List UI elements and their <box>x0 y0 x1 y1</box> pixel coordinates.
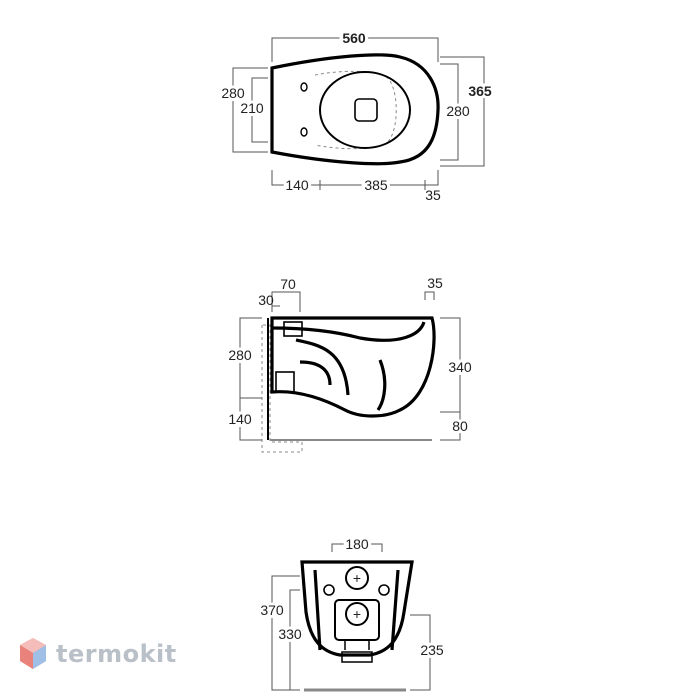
cube-icon <box>20 638 46 669</box>
bowl-opening <box>319 71 411 149</box>
dim-left-280: 280 <box>221 85 245 101</box>
wall-frame <box>261 324 303 453</box>
outlet-frame <box>334 599 380 641</box>
dim-right-280: 280 <box>446 103 470 119</box>
side-view: 70 30 35 280 140 340 80 <box>225 275 475 453</box>
dim-side-35: 35 <box>427 275 443 291</box>
bowl-side-profile <box>270 316 436 418</box>
svg-text:+: + <box>353 606 361 622</box>
back-view: + + 180 370 330 235 <box>257 533 447 692</box>
trap-curve <box>271 321 426 342</box>
drain-outlet <box>354 98 378 122</box>
dim-side-140: 140 <box>228 411 252 427</box>
dim-width-560: 560 <box>342 30 366 46</box>
bowl-outline-top <box>270 53 440 166</box>
outlet-circle <box>345 602 369 626</box>
dim-back-180: 180 <box>345 536 369 552</box>
bolt-hole-left <box>323 584 335 596</box>
dim-side-30: 30 <box>258 292 274 308</box>
dim-inner-210: 210 <box>240 100 264 116</box>
inner-rim-dashed <box>314 70 397 150</box>
foot <box>341 651 373 663</box>
dim-back-330: 330 <box>278 626 302 642</box>
dim-back-235: 235 <box>420 642 444 658</box>
dim-offset-35: 35 <box>425 187 441 203</box>
dim-side-80: 80 <box>452 418 468 434</box>
inlet-spud <box>283 321 303 337</box>
termokit-logo: termokit <box>18 632 177 676</box>
mount-hole-bottom <box>300 127 308 137</box>
dim-side-280: 280 <box>228 347 252 363</box>
outlet-spud <box>275 371 295 393</box>
dim-depth-365: 365 <box>468 83 492 99</box>
brand-name: termokit <box>56 640 177 668</box>
inlet-circle <box>345 566 369 590</box>
dim-back-370: 370 <box>260 602 284 618</box>
mount-hole-top <box>300 82 308 92</box>
top-view: 560 280 210 280 365 140 385 35 <box>218 27 495 203</box>
dim-side-70: 70 <box>280 276 296 292</box>
dim-offset-385: 385 <box>364 177 388 193</box>
dim-side-340: 340 <box>448 359 472 375</box>
svg-text:+: + <box>353 570 361 586</box>
dim-offset-140: 140 <box>285 177 309 193</box>
bolt-hole-right <box>378 584 390 596</box>
